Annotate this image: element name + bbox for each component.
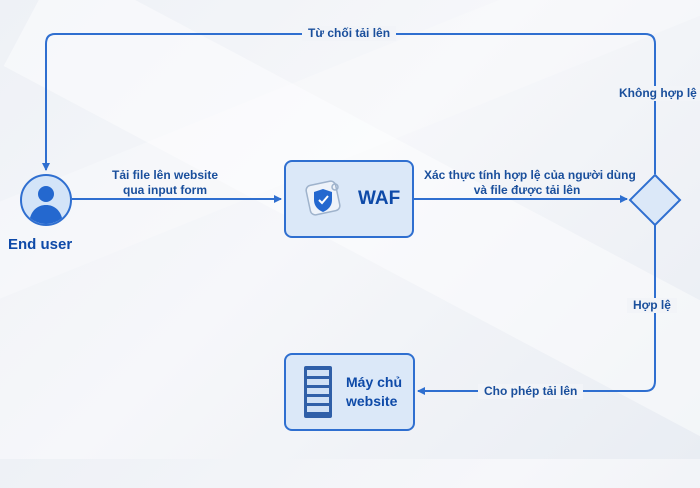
- valid-label: Hợp lệ: [627, 298, 677, 313]
- validate-label-line1: Xác thực tính hợp lệ của người dùng: [424, 168, 636, 182]
- end-user-label: End user: [8, 236, 73, 253]
- end-user-node: [20, 174, 72, 226]
- server-title-line1: Máy chủ: [346, 374, 403, 390]
- server-title: Máy chủ website: [346, 373, 402, 411]
- decision-diamond: [628, 173, 682, 227]
- reject-label: Từ chối tải lên: [302, 26, 397, 41]
- invalid-label: Không hợp lệ: [613, 86, 700, 101]
- waf-node: WAF: [284, 160, 414, 238]
- reject-connector: [42, 33, 656, 174]
- validate-label-line2: và file được tải lên: [473, 183, 581, 197]
- allow-connector: [417, 224, 656, 395]
- waf-title: WAF: [358, 188, 401, 209]
- server-node: Máy chủ website: [284, 353, 415, 431]
- shield-icon: [305, 180, 341, 216]
- server-rack-icon: [304, 366, 332, 418]
- user-icon: [29, 186, 63, 224]
- allow-label: Cho phép tải lên: [478, 384, 584, 399]
- upload-label-line1: Tải file lên website: [111, 168, 219, 182]
- validate-label: Xác thực tính hợp lệ của người dùng và f…: [424, 168, 636, 198]
- server-title-line2: website: [346, 393, 398, 409]
- upload-label-line2: qua input form: [123, 183, 207, 197]
- upload-label: Tải file lên website qua input form: [108, 168, 222, 198]
